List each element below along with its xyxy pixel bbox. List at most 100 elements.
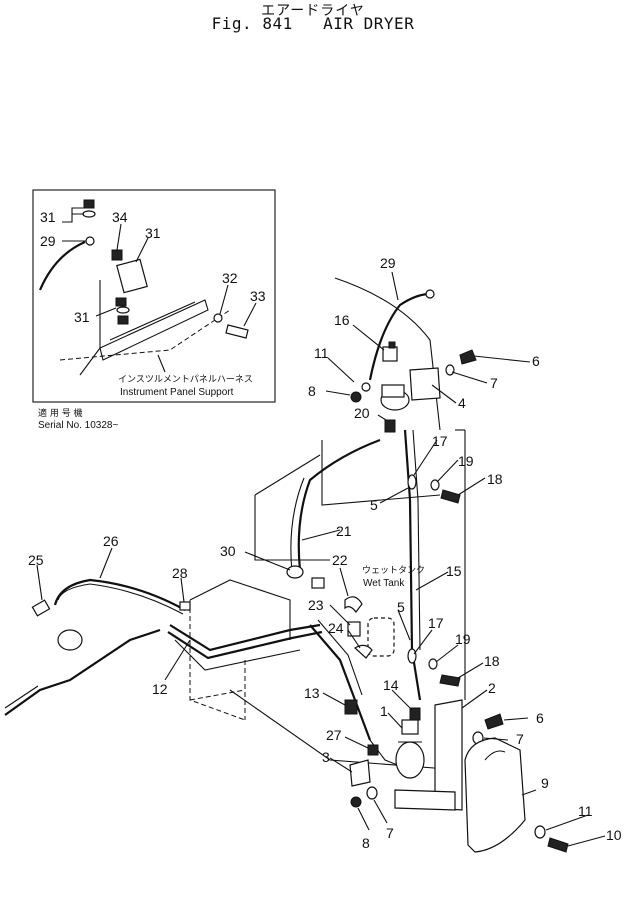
callout-10: 10 bbox=[606, 827, 622, 843]
callout-9: 9 bbox=[541, 775, 549, 791]
wet-tank-label-english: Wet Tank bbox=[363, 578, 405, 589]
callout-12: 12 bbox=[152, 681, 168, 697]
cab-panel-outline bbox=[334, 277, 441, 431]
bracket-3 bbox=[349, 759, 371, 787]
wet-tank bbox=[367, 617, 395, 657]
callout-inset-29: 29 bbox=[40, 233, 56, 249]
callout-18-upper: 18 bbox=[487, 471, 503, 487]
inset-detail: 31 34 31 29 32 33 31 インスツルメントパネルハーネス Ins… bbox=[32, 189, 276, 403]
fitting-25 bbox=[31, 599, 51, 617]
callout-4: 4 bbox=[458, 395, 466, 411]
inset-frame bbox=[32, 189, 276, 403]
inset-washer bbox=[213, 313, 223, 323]
inset-bolt bbox=[83, 199, 95, 209]
callout-6-lower: 6 bbox=[536, 710, 544, 726]
callout-inset-32: 32 bbox=[222, 270, 238, 286]
figure-title-english: AIR DRYER bbox=[323, 14, 415, 33]
callout-14: 14 bbox=[383, 677, 399, 693]
callout-23: 23 bbox=[308, 597, 324, 613]
fitting-27 bbox=[367, 744, 379, 756]
hose-21 bbox=[297, 438, 381, 571]
callout-5-upper: 5 bbox=[370, 497, 378, 513]
callout-3: 3 bbox=[322, 749, 330, 765]
callout-8-top: 8 bbox=[308, 383, 316, 399]
clamp-17-upper bbox=[407, 474, 417, 490]
part-callouts: 29 16 6 11 7 8 4 20 17 19 18 5 21 30 22 … bbox=[28, 255, 622, 851]
callout-11-top: 11 bbox=[314, 345, 329, 361]
callout-22: 22 bbox=[332, 552, 348, 568]
callout-28: 28 bbox=[172, 565, 188, 581]
callout-11-lower: 11 bbox=[578, 803, 593, 819]
fitting-23 bbox=[347, 621, 361, 637]
inset-nut bbox=[111, 249, 123, 261]
callout-19-upper: 19 bbox=[458, 453, 474, 469]
inset-wire-terminal bbox=[85, 236, 95, 246]
callout-1: 1 bbox=[380, 703, 388, 719]
pipe-15 bbox=[403, 429, 422, 701]
callout-7-lower-right: 7 bbox=[516, 731, 524, 747]
callout-30: 30 bbox=[220, 543, 236, 559]
callout-15: 15 bbox=[446, 563, 462, 579]
callout-27: 27 bbox=[326, 727, 342, 743]
fitting-14 bbox=[409, 707, 421, 721]
bolt-10 bbox=[547, 837, 569, 853]
callout-29: 29 bbox=[380, 255, 396, 271]
figure-number: Fig. 841 bbox=[211, 14, 293, 33]
callout-inset-31a: 31 bbox=[40, 209, 56, 225]
callout-17-upper: 17 bbox=[432, 433, 448, 449]
valve-25 bbox=[57, 629, 83, 651]
callout-19-lower: 19 bbox=[455, 631, 471, 647]
callout-inset-31c: 31 bbox=[74, 309, 90, 325]
inset-label-japanese: インスツルメントパネルハーネス bbox=[118, 374, 253, 385]
solenoid-valve-16 bbox=[382, 346, 398, 362]
figure-title: Fig. 841 AIR DRYER bbox=[0, 14, 626, 33]
bolt-6-lower bbox=[484, 713, 504, 730]
callout-21: 21 bbox=[336, 523, 352, 539]
air-dryer-1 bbox=[395, 741, 425, 779]
callout-18-lower: 18 bbox=[484, 653, 500, 669]
clamp-17-lower bbox=[407, 648, 417, 664]
callout-inset-33: 33 bbox=[250, 288, 266, 304]
inset-relay bbox=[116, 258, 148, 294]
dryer-cover-9 bbox=[464, 737, 526, 853]
clamp-30 bbox=[286, 565, 304, 579]
hose-lower-left bbox=[4, 628, 161, 716]
callout-inset-34: 34 bbox=[112, 209, 128, 225]
inset-support-bar bbox=[99, 299, 209, 361]
callout-17-lower: 17 bbox=[428, 615, 444, 631]
serial-number-label: Serial No. 10328~ bbox=[38, 420, 118, 431]
bolt-18-upper bbox=[440, 489, 461, 504]
battery-box-outline bbox=[189, 579, 291, 640]
components bbox=[31, 289, 569, 853]
bracket-plate-2 bbox=[434, 699, 463, 811]
callout-25: 25 bbox=[28, 552, 44, 568]
pipe-12 bbox=[169, 623, 321, 652]
title-japanese: エアードライヤ bbox=[261, 3, 365, 19]
serial-label-japanese: 適 用 号 機 bbox=[38, 407, 83, 419]
wet-tank-label-japanese: ウェットタンク bbox=[362, 565, 425, 576]
fitting-24 bbox=[353, 644, 373, 659]
callout-2: 2 bbox=[488, 680, 496, 696]
inset-label-english: Instrument Panel Support bbox=[120, 387, 234, 398]
callout-16: 16 bbox=[334, 312, 350, 328]
callout-7-lower: 7 bbox=[386, 825, 394, 841]
fitting-13 bbox=[344, 699, 358, 715]
pipe-13 bbox=[309, 624, 372, 741]
callout-inset-31b: 31 bbox=[145, 225, 161, 241]
callout-13: 13 bbox=[304, 685, 320, 701]
elbow-22 bbox=[344, 596, 363, 613]
callout-20: 20 bbox=[354, 405, 370, 421]
pipe-26 bbox=[53, 578, 186, 611]
callout-26: 26 bbox=[103, 533, 119, 549]
inset-screw bbox=[225, 324, 249, 339]
bracket-4 bbox=[409, 367, 441, 401]
bolt-18-lower bbox=[439, 674, 461, 687]
callout-7-top: 7 bbox=[490, 375, 498, 391]
wire-29 bbox=[368, 292, 429, 381]
callout-6-top: 6 bbox=[532, 353, 540, 369]
callout-5-lower: 5 bbox=[397, 599, 405, 615]
bolt-6-top bbox=[459, 349, 477, 365]
callout-24: 24 bbox=[328, 620, 344, 636]
callout-8-lower: 8 bbox=[362, 835, 370, 851]
